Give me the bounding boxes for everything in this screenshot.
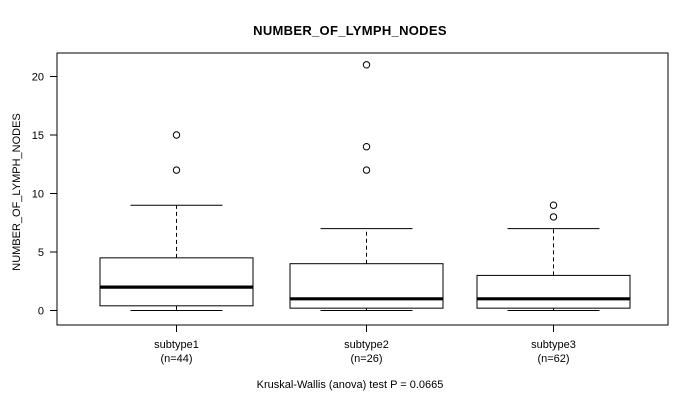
box-iqr [476, 274, 631, 309]
outlier-point [362, 61, 371, 69]
y-axis-label: NUMBER_OF_LYMPH_NODES [11, 113, 23, 271]
x-tick-label-subtype1: subtype1 [154, 339, 199, 351]
box-iqr [289, 263, 444, 309]
x-tick-sublabel-subtype1: (n=44) [160, 353, 192, 365]
statistical-test-annotation: Kruskal-Wallis (anova) test P = 0.0665 [257, 379, 444, 391]
box-group-subtype1 [99, 131, 254, 311]
y-tick-label: 0 [38, 306, 44, 318]
outlier-point [549, 213, 558, 221]
y-axis: 0 5 10 15 20 [32, 72, 57, 318]
chart-title: NUMBER_OF_LYMPH_NODES [253, 23, 447, 38]
boxplot-series [99, 61, 631, 311]
y-tick-label: 20 [32, 72, 44, 84]
plot-frame [56, 52, 669, 326]
y-tick-label: 10 [32, 189, 44, 201]
y-tick-label: 15 [32, 130, 44, 142]
outlier-point [362, 143, 371, 151]
y-tick-label: 5 [38, 247, 44, 259]
outlier-point [549, 201, 558, 209]
x-tick-label-subtype3: subtype3 [531, 339, 576, 351]
box-iqr [99, 257, 254, 307]
x-axis [176, 325, 554, 332]
outlier-point [362, 166, 371, 174]
x-category-labels: subtype1 (n=44) subtype2 (n=26) subtype3… [154, 339, 576, 365]
x-tick-sublabel-subtype2: (n=26) [350, 353, 382, 365]
x-tick-label-subtype2: subtype2 [344, 339, 389, 351]
box-group-subtype2 [289, 61, 444, 311]
outlier-point [172, 166, 181, 174]
box-group-subtype3 [476, 201, 631, 311]
x-tick-sublabel-subtype3: (n=62) [537, 353, 569, 365]
outlier-point [172, 131, 181, 139]
